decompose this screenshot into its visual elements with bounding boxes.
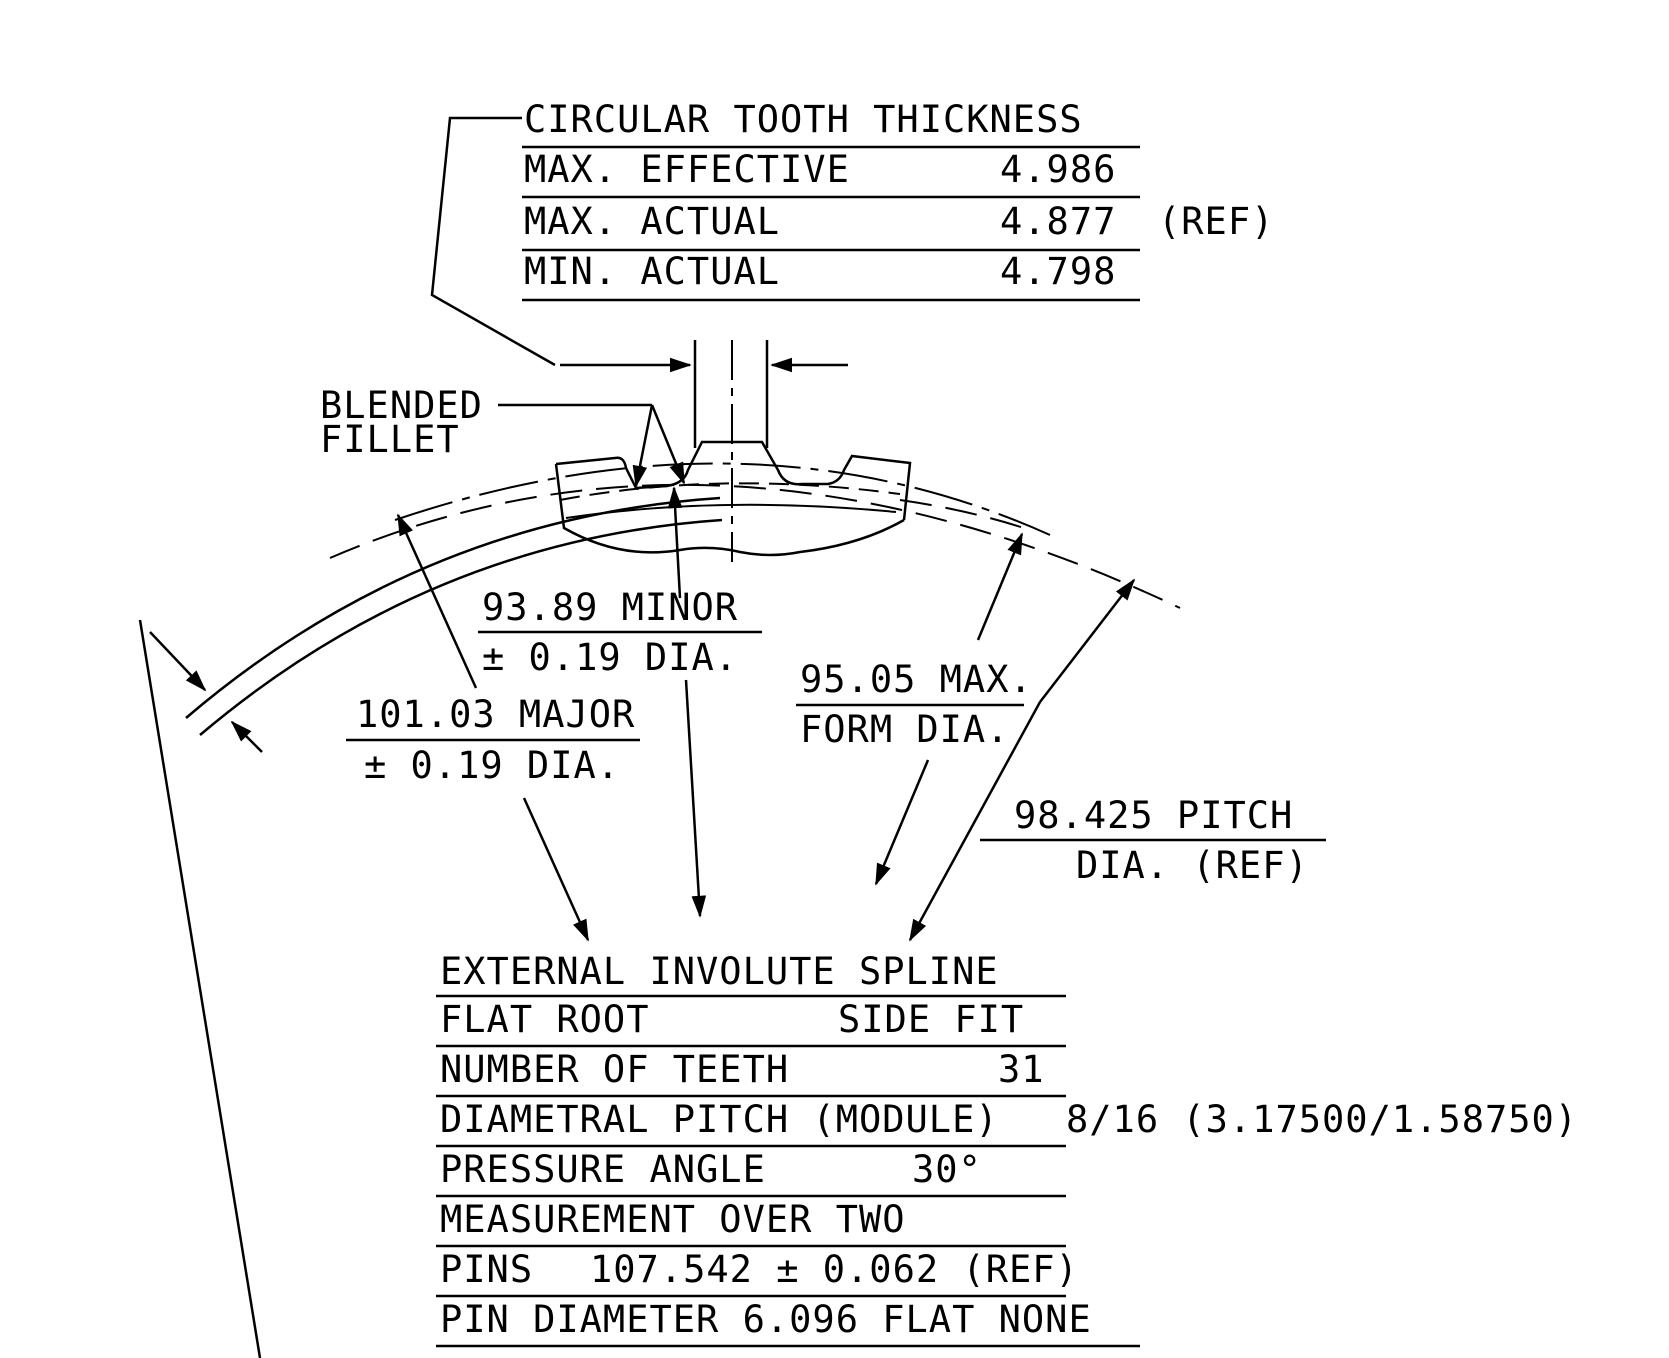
callout-text: 101.03 MAJOR (356, 693, 635, 736)
tooth-thickness-label: MIN. ACTUAL (524, 250, 780, 293)
table-leader (430, 116, 556, 367)
spec-row-label: PINS (440, 1248, 533, 1291)
callout-text: 95.05 MAX. (800, 658, 1033, 701)
callout-text: FORM DIA. (800, 708, 1009, 751)
spec-row-label: DIAMETRAL PITCH (MODULE) (440, 1098, 999, 1141)
diameter-arcs (185, 462, 1181, 736)
tooth-thickness-label: MAX. EFFECTIVE (524, 148, 850, 191)
form-diameter-callout: 95.05 MAX. FORM DIA. (796, 532, 1033, 886)
tooth-thickness-title: CIRCULAR TOOTH THICKNESS (524, 98, 1083, 141)
tooth-thickness-value: 4.877 (1000, 200, 1116, 243)
tooth-thickness-value: 4.986 (1000, 148, 1116, 191)
minor-circle (185, 496, 721, 719)
spec-row-value: 31 (998, 1048, 1045, 1091)
spec-row-value: 30° (912, 1148, 982, 1191)
spec-row-label: NUMBER OF TEETH (440, 1048, 789, 1091)
minor-diameter-callout: 93.89 MINOR ± 0.19 DIA. (478, 486, 762, 918)
tooth-thickness-table: CIRCULAR TOOTH THICKNESS MAX. EFFECTIVE … (522, 98, 1274, 302)
spline-spec-table: EXTERNAL INVOLUTE SPLINE FLAT ROOT SIDE … (436, 950, 1578, 1348)
tooth-thickness-label: MAX. ACTUAL (524, 200, 780, 243)
blended-fillet-callout: BLENDED FILLET (320, 384, 686, 488)
callout-text: 93.89 MINOR (482, 586, 738, 629)
spec-row-label: FLAT ROOT (440, 998, 649, 1041)
tooth-thickness-dimension (560, 340, 848, 562)
callout-text: ± 0.19 DIA. (364, 744, 620, 787)
callout-text: DIA. (REF) (1076, 844, 1309, 887)
pitch-circle (394, 462, 1051, 536)
spec-row-text: EXTERNAL INVOLUTE SPLINE (440, 950, 999, 993)
form-circle (199, 518, 723, 736)
spec-row-value: 8/16 (3.17500/1.58750) (1066, 1098, 1578, 1141)
spec-row-value: 107.542 ± 0.062 (REF) (590, 1248, 1079, 1291)
major-circle (329, 483, 1181, 609)
ref-note: (REF) (1158, 200, 1274, 243)
tooth-thickness-value: 4.798 (1000, 250, 1116, 293)
wall-dimension-arrow (230, 720, 263, 753)
spec-row-text: MEASUREMENT OVER TWO (440, 1198, 906, 1241)
form-circle-dashed (899, 499, 1031, 531)
callout-text: ± 0.19 DIA. (482, 636, 738, 679)
spec-row-label: PRESSURE ANGLE (440, 1148, 766, 1191)
section-boundary (138, 619, 262, 1358)
callout-text: 98.425 PITCH (1014, 794, 1293, 837)
pitch-diameter-callout: 98.425 PITCH DIA. (REF) (908, 578, 1326, 942)
major-diameter-callout: 101.03 MAJOR ± 0.19 DIA. (346, 513, 640, 942)
spec-row-text: PIN DIAMETER 6.096 FLAT NONE (440, 1298, 1092, 1341)
spec-row-value: SIDE FIT (838, 998, 1024, 1041)
wall-dimension-arrow (149, 631, 207, 692)
callout-text: FILLET (320, 418, 460, 461)
callout-text: BLENDED (320, 384, 483, 427)
